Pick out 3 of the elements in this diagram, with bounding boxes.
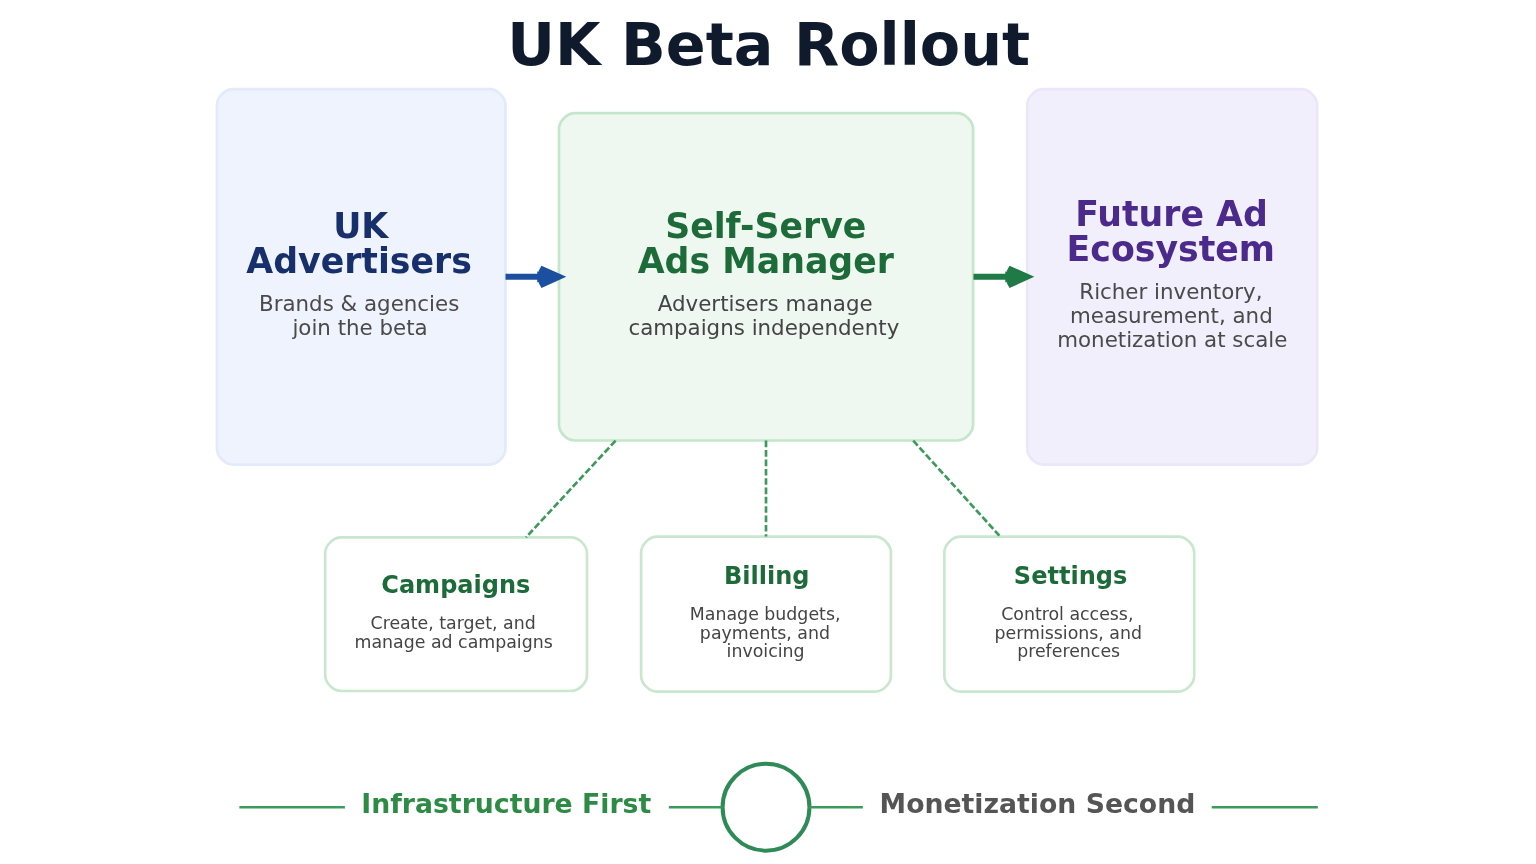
node-text: Monetization Second (879, 787, 1195, 819)
node-text: Infrastructure First (360, 787, 651, 819)
diagram-title: UK Beta Rollout (506, 9, 1030, 79)
